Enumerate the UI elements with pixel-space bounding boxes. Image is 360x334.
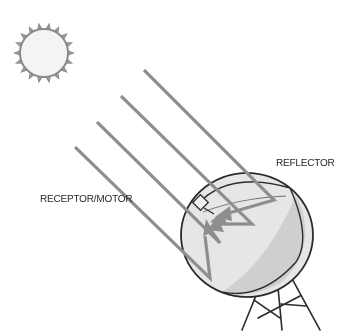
sun-ray-3 (97, 122, 220, 243)
receptor-motor-label: RECEPTOR/MOTOR (40, 195, 132, 205)
sun-icon (14, 24, 74, 83)
reflector-label: REFLECTOR (276, 159, 335, 169)
sun-disc (20, 29, 68, 77)
parabolic-reflector-dish (181, 173, 313, 297)
